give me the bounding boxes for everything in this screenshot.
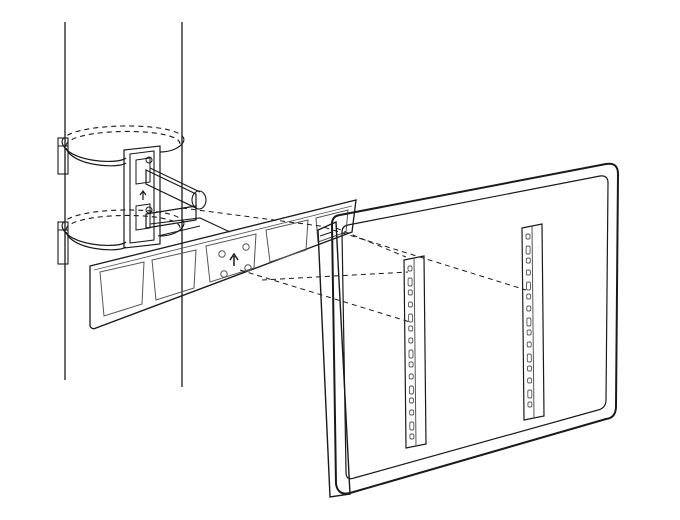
rail-slot	[527, 365, 532, 372]
rail-slot	[525, 233, 531, 240]
rail-slot	[526, 353, 532, 363]
rail-slot	[409, 397, 414, 404]
rail-slot	[526, 317, 532, 327]
rail-slot	[409, 433, 415, 440]
pole-bracket-icon	[123, 145, 161, 249]
rail-slot	[525, 257, 531, 264]
clamp-band-top-icon	[57, 125, 185, 175]
vesa-rail-left-icon	[403, 255, 427, 449]
mounting-plate-icon	[89, 199, 357, 330]
rail-slot	[526, 293, 532, 300]
rail-slot	[408, 349, 414, 359]
rail-slot	[407, 265, 413, 272]
rail-slot	[526, 281, 531, 291]
rail-slot	[527, 401, 533, 408]
up-arrow-icon	[229, 252, 239, 266]
rail-slot	[408, 325, 414, 332]
rail-slot	[408, 385, 414, 395]
vesa-rail-right-icon	[521, 223, 545, 421]
rail-slot	[408, 313, 414, 323]
rail-slot	[526, 305, 532, 312]
rail-slot	[407, 289, 413, 296]
rail-slot	[525, 269, 531, 276]
rail-slot	[525, 245, 531, 255]
rail-slot	[409, 409, 415, 416]
rail-slot	[526, 329, 532, 336]
tv-panel-icon	[317, 162, 620, 498]
rail-slot	[408, 373, 414, 380]
rail-slot	[407, 277, 413, 287]
alignment-lines	[181, 207, 527, 323]
rail-slot	[407, 301, 413, 308]
rail-slot	[409, 421, 415, 431]
rail-slot	[526, 341, 532, 348]
rail-slot	[527, 377, 533, 384]
rail-slot	[527, 389, 533, 399]
rail-slot	[408, 337, 414, 344]
swing-arm-icon	[145, 167, 231, 237]
rail-slot	[408, 361, 414, 368]
clamp-band-bottom-icon	[57, 209, 185, 265]
pole-icon	[64, 22, 183, 387]
